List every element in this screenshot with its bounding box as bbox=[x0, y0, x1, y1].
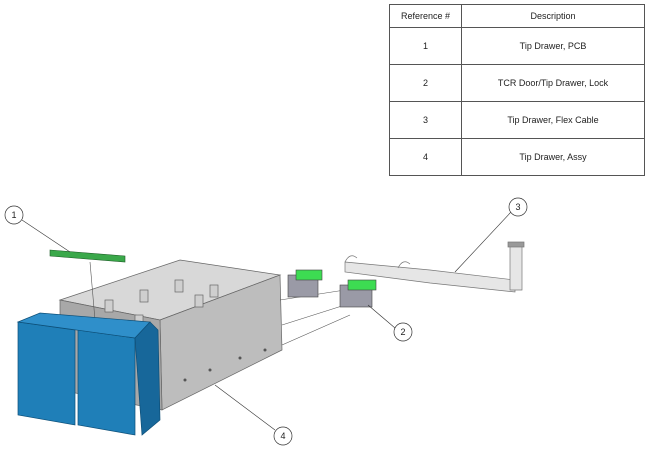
table-row: 4 Tip Drawer, Assy bbox=[389, 138, 645, 176]
callout-4: 4 bbox=[273, 426, 293, 446]
callout-1: 1 bbox=[4, 205, 24, 225]
callout-2: 2 bbox=[393, 322, 413, 342]
front-panel bbox=[16, 312, 161, 436]
pcb bbox=[49, 249, 126, 263]
description-cell: Tip Drawer, Assy bbox=[461, 138, 645, 176]
callout-3: 3 bbox=[508, 197, 528, 217]
reference-table: Reference # Description 1 Tip Drawer, PC… bbox=[389, 4, 645, 176]
ref-cell: 2 bbox=[389, 64, 462, 102]
svg-text:2: 2 bbox=[400, 327, 405, 337]
svg-text:4: 4 bbox=[280, 431, 285, 441]
leader-lines bbox=[21, 211, 512, 431]
description-cell: TCR Door/Tip Drawer, Lock bbox=[461, 64, 645, 102]
svg-text:3: 3 bbox=[515, 202, 520, 212]
svg-text:1: 1 bbox=[11, 210, 16, 220]
table-row: 2 TCR Door/Tip Drawer, Lock bbox=[389, 64, 645, 102]
lock-assemblies bbox=[287, 269, 377, 308]
flex-cable bbox=[344, 241, 525, 293]
table-row: 1 Tip Drawer, PCB bbox=[389, 27, 645, 65]
